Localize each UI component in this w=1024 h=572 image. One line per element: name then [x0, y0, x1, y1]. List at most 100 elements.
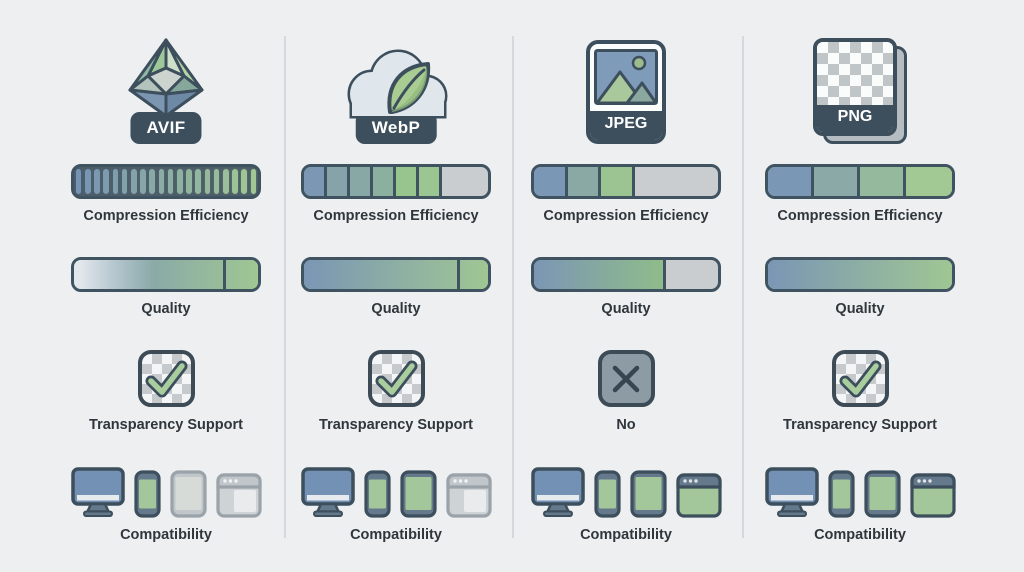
bar-segment — [120, 168, 129, 195]
quality-label: Quality — [835, 301, 885, 317]
bar-segment — [176, 168, 184, 195]
browser-icon — [215, 473, 262, 518]
compression-label: Compression Efficiency — [313, 208, 479, 224]
quality-bar — [71, 257, 261, 292]
bar-segment — [148, 168, 157, 195]
bar-segment — [906, 167, 952, 196]
quality-bar — [765, 257, 955, 292]
compatibility-icons — [530, 466, 722, 518]
x-icon — [597, 350, 655, 407]
bar-segment — [130, 168, 138, 195]
tablet-icon — [863, 470, 901, 518]
png-format-icon: PNG — [813, 36, 907, 144]
avif-format-icon: AVIF — [121, 36, 211, 144]
tablet-icon — [399, 470, 437, 518]
bar-segment — [396, 167, 419, 196]
bar-segment — [194, 168, 203, 195]
bar-segment — [102, 168, 111, 195]
column-divider — [512, 36, 514, 538]
compatibility-icons — [70, 466, 262, 518]
phone-icon — [363, 470, 391, 518]
compression-bar — [531, 164, 721, 199]
column-png: PNG Compression Efficiency Quality Trans… — [745, 36, 975, 572]
compression-label: Compression Efficiency — [83, 208, 249, 224]
compression-bar — [301, 164, 491, 199]
quality-bar — [531, 257, 721, 292]
blur-overlay — [74, 260, 157, 289]
bar-segment — [567, 167, 602, 196]
format-badge: PNG — [817, 105, 893, 132]
compatibility-label: Compatibility — [120, 527, 212, 543]
transparency-icon — [137, 350, 195, 407]
compatibility-label: Compatibility — [814, 527, 906, 543]
bar-segment — [249, 168, 258, 195]
transparency-icon — [597, 350, 655, 407]
png-front-sheet: PNG — [813, 38, 897, 136]
column-webp: WebP Compression Efficiency Quality Tran… — [281, 36, 511, 572]
bar-segment — [74, 168, 83, 195]
checkmark-icon — [831, 350, 889, 407]
browser-icon — [909, 473, 956, 518]
compatibility-icons — [764, 466, 956, 518]
bar-segment — [860, 167, 906, 196]
bar-segment — [222, 168, 230, 195]
bar-segment — [84, 168, 92, 195]
bar-segment — [768, 167, 814, 196]
quality-bar — [301, 257, 491, 292]
bar-fill — [534, 260, 667, 289]
transparency-label: Transparency Support — [319, 417, 473, 433]
bar-segment — [814, 167, 860, 196]
bar-segment — [350, 167, 373, 196]
column-divider — [284, 36, 286, 538]
transparency-checker-pattern — [817, 42, 893, 105]
checkmark-icon — [137, 350, 195, 407]
bar-segment — [240, 168, 249, 195]
compression-bar — [71, 164, 261, 199]
transparency-label: Transparency Support — [783, 417, 937, 433]
browser-icon — [675, 473, 722, 518]
compression-label: Compression Efficiency — [777, 208, 943, 224]
quality-label: Quality — [371, 301, 421, 317]
transparency-label: No — [616, 417, 636, 433]
webp-format-icon: WebP — [340, 36, 452, 144]
browser-icon — [445, 473, 492, 518]
bar-segment — [601, 167, 636, 196]
desktop-icon — [764, 467, 819, 518]
bar-divider — [456, 260, 460, 289]
bar-segment — [327, 167, 350, 196]
compression-bar — [765, 164, 955, 199]
bar-segment — [185, 168, 193, 195]
tablet-icon — [629, 470, 667, 518]
bar-segment — [111, 168, 120, 195]
bar-fill — [304, 260, 488, 289]
phone-icon — [133, 470, 161, 518]
jpeg-photo-icon: JPEG — [586, 40, 666, 144]
bar-segment — [139, 168, 147, 195]
compression-label: Compression Efficiency — [543, 208, 709, 224]
column-jpeg: JPEG Compression Efficiency Quality No — [511, 36, 741, 572]
transparency-label: Transparency Support — [89, 417, 243, 433]
webp-cloud-leaf-icon — [347, 49, 448, 119]
tablet-icon — [169, 470, 207, 518]
desktop-icon — [70, 467, 125, 518]
bar-segment — [534, 167, 568, 196]
compatibility-label: Compatibility — [350, 527, 442, 543]
bar-segment — [157, 168, 166, 195]
bar-segment — [203, 168, 212, 195]
jpeg-format-icon: JPEG — [586, 36, 666, 144]
quality-label: Quality — [141, 301, 191, 317]
transparency-icon — [367, 350, 425, 407]
compatibility-icons — [300, 466, 492, 518]
checkmark-icon — [367, 350, 425, 407]
bar-segment — [93, 168, 101, 195]
avif-crystal-icon — [128, 38, 204, 118]
bar-segment — [166, 168, 175, 195]
phone-icon — [827, 470, 855, 518]
bar-segment — [304, 167, 327, 196]
column-avif: AVIF Compression Efficiency Quality Tran… — [51, 36, 281, 572]
column-divider — [742, 36, 744, 538]
transparency-icon — [831, 350, 889, 407]
bar-segment — [231, 168, 239, 195]
desktop-icon — [300, 467, 355, 518]
bar-segment — [373, 167, 396, 196]
